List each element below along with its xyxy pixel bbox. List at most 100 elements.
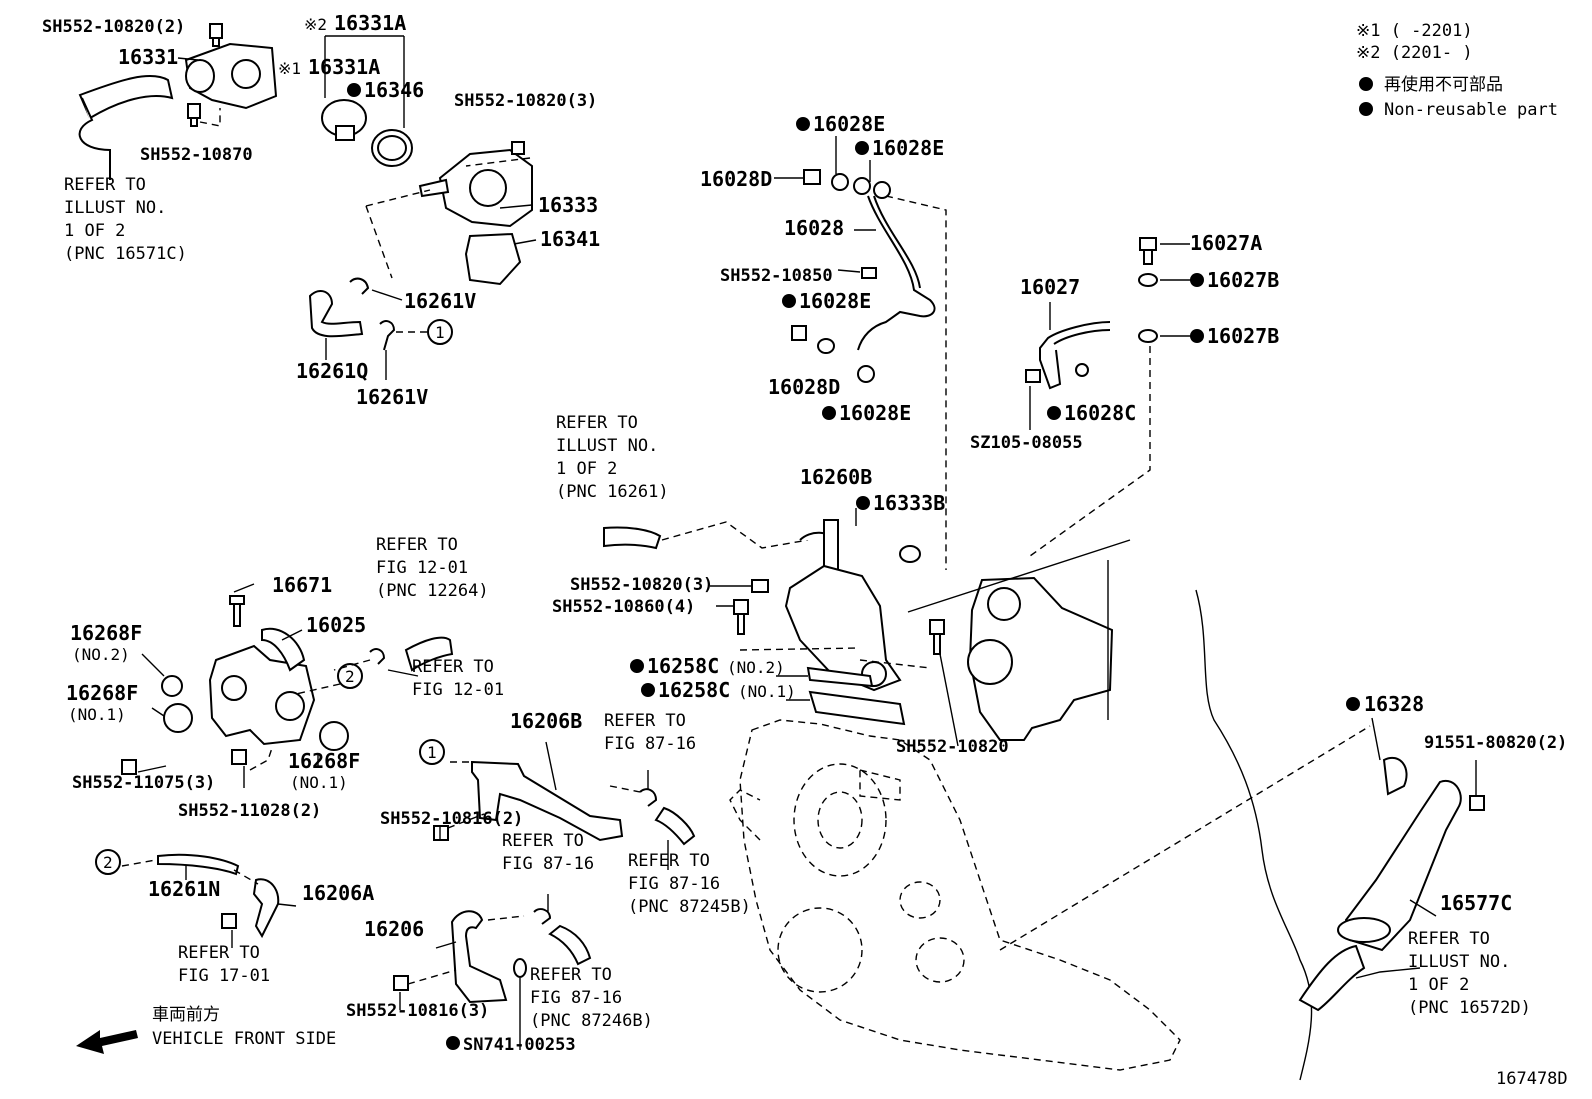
part-label: 16333: [538, 193, 598, 217]
part-label: SH552-10860(4): [552, 597, 695, 617]
bolt-icon: [929, 619, 945, 655]
bolt-icon: [861, 267, 877, 279]
part-label: 16027B: [1207, 268, 1279, 292]
leader-line: [371, 289, 403, 301]
part-label: 16260B: [800, 465, 872, 489]
callout-circle: [95, 849, 121, 875]
part-label: SH552-10820(3): [454, 91, 597, 111]
part-label: SZ105-08055: [970, 433, 1083, 453]
washer-icon: [1138, 273, 1158, 287]
non-reusable-dot-icon: [1047, 406, 1061, 420]
clamp-icon: [533, 908, 552, 925]
bolt-icon: [121, 759, 137, 775]
pump-housing-pipe: [418, 178, 450, 198]
non-reusable-dot-icon: [855, 141, 869, 155]
water-pipe-16206b-group: [433, 741, 696, 870]
non-reusable-dot-icon: [782, 294, 796, 308]
clamp-icon: [369, 648, 386, 665]
pump-housing-group: [365, 141, 537, 286]
gasket-ring-icon: [161, 675, 183, 697]
engine-pulley: [793, 763, 887, 877]
callouts: 1 1 2 2: [95, 319, 453, 875]
part-label: 16206: [364, 917, 424, 941]
part-label: 16028: [784, 216, 844, 240]
reference-note: REFER TO FIG 87-16 (PNC 87245B): [628, 851, 751, 917]
hose-shape: [404, 636, 454, 672]
clamp-icon: [379, 320, 396, 351]
non-reusable-dot-icon: [630, 659, 644, 673]
reference-notes: REFER TO ILLUST NO. 1 OF 2 (PNC 16571C) …: [64, 175, 1531, 1031]
non-reusable-dot-icon: [796, 117, 810, 131]
gasket-shape: [464, 232, 522, 286]
part-label: 16028D: [700, 167, 772, 191]
part-label: 16028E: [813, 112, 885, 136]
gasket-shape: [808, 690, 906, 726]
plug-icon: [229, 595, 245, 627]
water-inlet-pipe-shape: [1344, 779, 1462, 952]
part-label: 16206A: [302, 881, 374, 905]
part-label: 91551-80820(2): [1424, 733, 1567, 753]
thermostat-group: [78, 23, 413, 180]
bolt-icon: [1025, 369, 1041, 383]
part-sublabel: (NO.2): [727, 658, 785, 677]
non-reusable-dot-icon: [1359, 102, 1373, 116]
part-label: 16268F: [66, 681, 138, 705]
bolt-icon: [231, 749, 247, 765]
part-label: 16268F: [288, 749, 360, 773]
leader-line: [907, 539, 1131, 613]
arrow-left-icon: [76, 1030, 138, 1054]
non-reusable-dot-icon: [1190, 273, 1204, 287]
water-pipe-shape: [471, 760, 624, 842]
gasket-shape: [806, 666, 874, 688]
leader-dash: [885, 195, 947, 570]
part-label: 16268F: [70, 621, 142, 645]
bracket-shape: [252, 878, 280, 939]
hose-shape: [78, 74, 174, 120]
leader-line: [774, 136, 876, 273]
callout-label: 2: [103, 853, 113, 872]
part-label: SH552-10870: [140, 145, 253, 165]
gasket-ring-icon: [1075, 363, 1089, 377]
legend-nonreusable-en: Non-reusable part: [1384, 100, 1558, 120]
gasket-ring-icon: [899, 545, 921, 563]
leader-dash: [739, 647, 931, 669]
leader-line: [1355, 717, 1477, 979]
part-label: 16328: [1364, 692, 1424, 716]
part-label: SH552-10820: [896, 737, 1009, 757]
oil-pipe-shape: [1039, 321, 1111, 390]
part-label: 16028D: [768, 375, 840, 399]
leader-dash: [199, 108, 221, 127]
oil-pipe-16027-group: [1025, 237, 1192, 557]
callout-circle: [337, 663, 363, 689]
bolt-icon: [511, 141, 525, 155]
water-pipe-16206-group: [393, 894, 592, 1050]
union-bolt-icon: [803, 169, 821, 185]
part-label: 16028E: [799, 289, 871, 313]
bolt-icon: [393, 975, 409, 991]
leader-line: [177, 57, 199, 61]
part-label: SH552-10816(2): [380, 809, 523, 829]
pump-housing-port: [469, 169, 507, 207]
non-reusable-dot-icon: [641, 683, 655, 697]
part-label: 16028E: [839, 401, 911, 425]
part-label: SN741-00253: [463, 1035, 576, 1055]
port-circle: [221, 675, 247, 701]
part-label: 16333B: [873, 491, 945, 515]
engine-detail: [859, 769, 901, 801]
reference-note: REFER TO ILLUST NO. 1 OF 2 (PNC 16571C): [64, 175, 187, 264]
oil-pipe-shape: [873, 195, 921, 289]
reference-note: REFER TO FIG 17-01: [178, 943, 270, 986]
washer-icon: [1138, 329, 1158, 343]
reference-note: REFER TO FIG 12-01: [412, 657, 504, 700]
engine-pulley: [777, 907, 863, 993]
part-sublabel: (NO.1): [738, 682, 796, 701]
hose-outline: [78, 97, 111, 180]
reference-note: REFER TO FIG 87-16: [604, 711, 696, 754]
gasket-ring-icon: [163, 703, 193, 733]
non-reusable-dot-icon: [856, 496, 870, 510]
hose-shape: [308, 289, 364, 338]
legend-note-1: ※1 ( -2201): [1356, 21, 1473, 41]
part-note-mark: ※2: [304, 15, 327, 34]
turbo-outlet: [987, 587, 1021, 621]
turbo-inlet: [967, 639, 1013, 685]
